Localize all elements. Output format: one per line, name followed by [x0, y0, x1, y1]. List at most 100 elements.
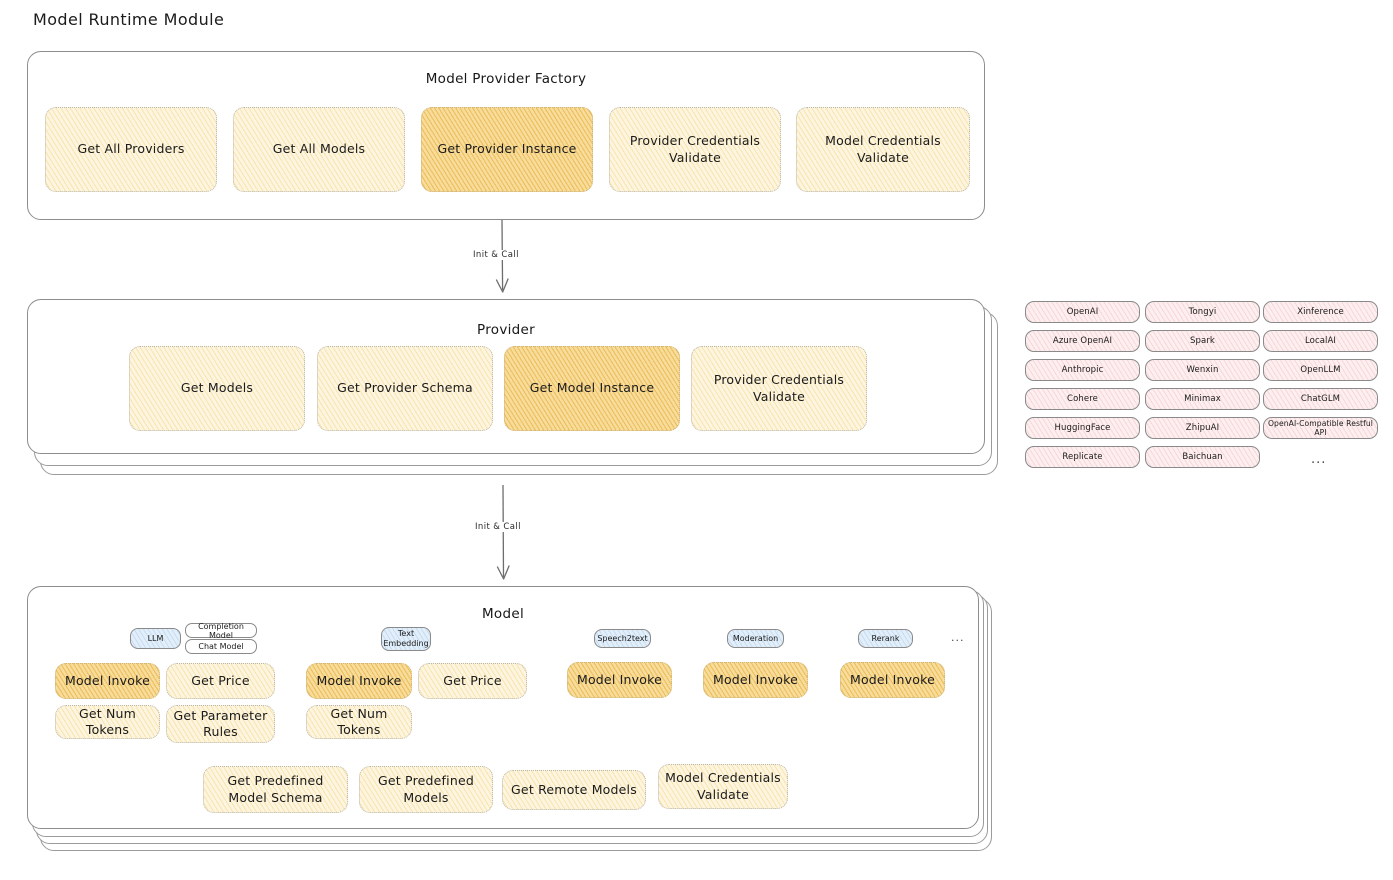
model-method-get-predefined-model-schema[interactable]: Get Predefined Model Schema — [203, 766, 348, 813]
model-type-label: Moderation — [732, 633, 779, 643]
provider-method-label: Get Provider Schema — [337, 380, 473, 396]
model-subtype-chip-completion-model[interactable]: Completion Model — [185, 621, 257, 640]
llm-method-label: Get Price — [191, 672, 250, 688]
provider-title: Provider — [477, 322, 535, 338]
provider-chip-huggingface[interactable]: HuggingFace — [1025, 417, 1140, 439]
provider-chip-localai[interactable]: LocalAI — [1263, 330, 1378, 352]
model-type-label: Text Embedding — [383, 629, 429, 648]
factory-method-model-credentials-validate[interactable]: Model Credentials Validate — [796, 107, 970, 192]
provider-chip-label: HuggingFace — [1054, 423, 1111, 433]
provider-method-get-models[interactable]: Get Models — [129, 346, 305, 431]
factory-method-label: Get Provider Instance — [437, 141, 577, 157]
llm-method-get-price[interactable]: Get Price — [166, 663, 275, 699]
provider-chip-wenxin[interactable]: Wenxin — [1145, 359, 1260, 381]
factory-method-label: Model Credentials Validate — [825, 133, 941, 165]
provider-chip-openllm[interactable]: OpenLLM — [1263, 359, 1378, 381]
rerank-method-model-invoke[interactable]: Model Invoke — [840, 662, 945, 698]
embedding-method-label: Get Num Tokens — [330, 705, 388, 738]
model-types-more: ... — [951, 631, 965, 644]
provider-chip-openai-compatible-restful-api[interactable]: OpenAI-Compatible Restful API — [1263, 417, 1378, 439]
provider-chip-azure-openai[interactable]: Azure OpenAI — [1025, 330, 1140, 352]
model-subtype-label: Chat Model — [198, 642, 244, 651]
model-type-chip-llm[interactable]: LLM — [130, 628, 181, 649]
model-type-label: Rerank — [871, 633, 900, 643]
embedding-method-model-invoke[interactable]: Model Invoke — [306, 663, 412, 699]
page-title: Model Runtime Module — [33, 10, 225, 29]
provider-method-get-provider-schema[interactable]: Get Provider Schema — [317, 346, 493, 431]
model-method-get-predefined-models[interactable]: Get Predefined Models — [359, 766, 493, 813]
model-type-chip-speech2text[interactable]: Speech2text — [594, 629, 651, 648]
provider-method-provider-credentials-validate[interactable]: Provider Credentials Validate — [691, 346, 867, 431]
model-type-label: Speech2text — [597, 633, 648, 643]
model-method-label: Get Predefined Model Schema — [227, 773, 324, 805]
factory-method-get-all-providers[interactable]: Get All Providers — [45, 107, 217, 192]
connector-provider-to-model: Init & Call — [460, 484, 580, 585]
provider-chip-zhipuai[interactable]: ZhipuAI — [1145, 417, 1260, 439]
provider-chip-tongyi[interactable]: Tongyi — [1145, 301, 1260, 323]
model-method-label: Get Predefined Models — [378, 773, 474, 805]
provider-chip-label: Azure OpenAI — [1052, 336, 1113, 346]
model-type-chip-text-embedding[interactable]: Text Embedding — [381, 627, 431, 651]
provider-chip-chatglm[interactable]: ChatGLM — [1263, 388, 1378, 410]
factory-method-provider-credentials-validate[interactable]: Provider Credentials Validate — [609, 107, 781, 192]
moderation-method-label: Model Invoke — [712, 671, 799, 687]
model-title: Model — [481, 606, 525, 622]
provider-method-label: Get Model Instance — [529, 380, 655, 396]
model-method-get-remote-models[interactable]: Get Remote Models — [502, 770, 646, 810]
model-type-chip-rerank[interactable]: Rerank — [858, 629, 913, 648]
rerank-method-label: Model Invoke — [849, 671, 936, 687]
llm-method-label: Model Invoke — [64, 672, 151, 688]
factory-method-label: Get All Models — [272, 141, 366, 157]
provider-chip-label: Replicate — [1062, 452, 1103, 462]
factory-method-label: Provider Credentials Validate — [629, 133, 761, 165]
provider-chip-label: Minimax — [1184, 394, 1221, 404]
speech2text-method-model-invoke[interactable]: Model Invoke — [567, 662, 672, 698]
provider-chip-xinference[interactable]: Xinference — [1263, 301, 1378, 323]
model-subtype-label: Completion Model — [198, 621, 244, 640]
llm-method-label: Get Num Tokens — [78, 705, 137, 738]
provider-chip-openai[interactable]: OpenAI — [1025, 301, 1140, 323]
provider-chip-anthropic[interactable]: Anthropic — [1025, 359, 1140, 381]
factory-method-get-all-models[interactable]: Get All Models — [233, 107, 405, 192]
connector-factory-to-provider: Init & Call — [460, 219, 580, 300]
provider-chip-label: Tongyi — [1188, 307, 1217, 317]
connector-label: Init & Call — [472, 522, 524, 532]
provider-list-more: ... — [1311, 452, 1327, 467]
provider-method-label: Get Models — [180, 380, 254, 396]
provider-chip-label: OpenAI-Compatible Restful API — [1267, 419, 1373, 437]
provider-method-get-model-instance[interactable]: Get Model Instance — [504, 346, 680, 431]
provider-chip-label: Spark — [1190, 336, 1215, 346]
embedding-method-label: Get Price — [443, 672, 502, 688]
provider-chip-label: Xinference — [1297, 307, 1344, 317]
llm-method-model-invoke[interactable]: Model Invoke — [55, 663, 160, 699]
model-type-label: LLM — [147, 633, 164, 643]
model-method-label: Get Remote Models — [511, 781, 637, 797]
embedding-method-get-price[interactable]: Get Price — [418, 663, 527, 699]
provider-chip-label: ZhipuAI — [1185, 423, 1220, 433]
provider-chip-label: Anthropic — [1061, 365, 1104, 375]
llm-method-get-parameter-rules[interactable]: Get Parameter Rules — [166, 705, 275, 743]
llm-method-label: Get Parameter Rules — [173, 707, 268, 740]
model-type-chip-moderation[interactable]: Moderation — [727, 629, 784, 648]
provider-chip-baichuan[interactable]: Baichuan — [1145, 446, 1260, 468]
provider-chip-label: OpenLLM — [1300, 365, 1341, 375]
factory-method-label: Get All Providers — [77, 141, 185, 157]
llm-method-get-num-tokens[interactable]: Get Num Tokens — [55, 705, 160, 739]
provider-chip-label: Baichuan — [1182, 452, 1223, 462]
embedding-method-label: Model Invoke — [316, 672, 402, 688]
model-method-label: Model Credentials Validate — [665, 770, 781, 802]
provider-chip-cohere[interactable]: Cohere — [1025, 388, 1140, 410]
model-subtype-chip-chat-model[interactable]: Chat Model — [185, 639, 257, 654]
provider-chip-replicate[interactable]: Replicate — [1025, 446, 1140, 468]
factory-title: Model Provider Factory — [425, 71, 587, 87]
provider-method-label: Provider Credentials Validate — [713, 372, 845, 404]
provider-chip-label: Wenxin — [1186, 365, 1219, 375]
moderation-method-model-invoke[interactable]: Model Invoke — [703, 662, 808, 698]
provider-chip-label: LocalAI — [1304, 336, 1337, 346]
provider-chip-minimax[interactable]: Minimax — [1145, 388, 1260, 410]
embedding-method-get-num-tokens[interactable]: Get Num Tokens — [306, 705, 412, 739]
arrow-down-icon — [496, 484, 510, 580]
factory-method-get-provider-instance[interactable]: Get Provider Instance — [421, 107, 593, 192]
provider-chip-spark[interactable]: Spark — [1145, 330, 1260, 352]
model-method-model-credentials-validate[interactable]: Model Credentials Validate — [658, 764, 788, 809]
